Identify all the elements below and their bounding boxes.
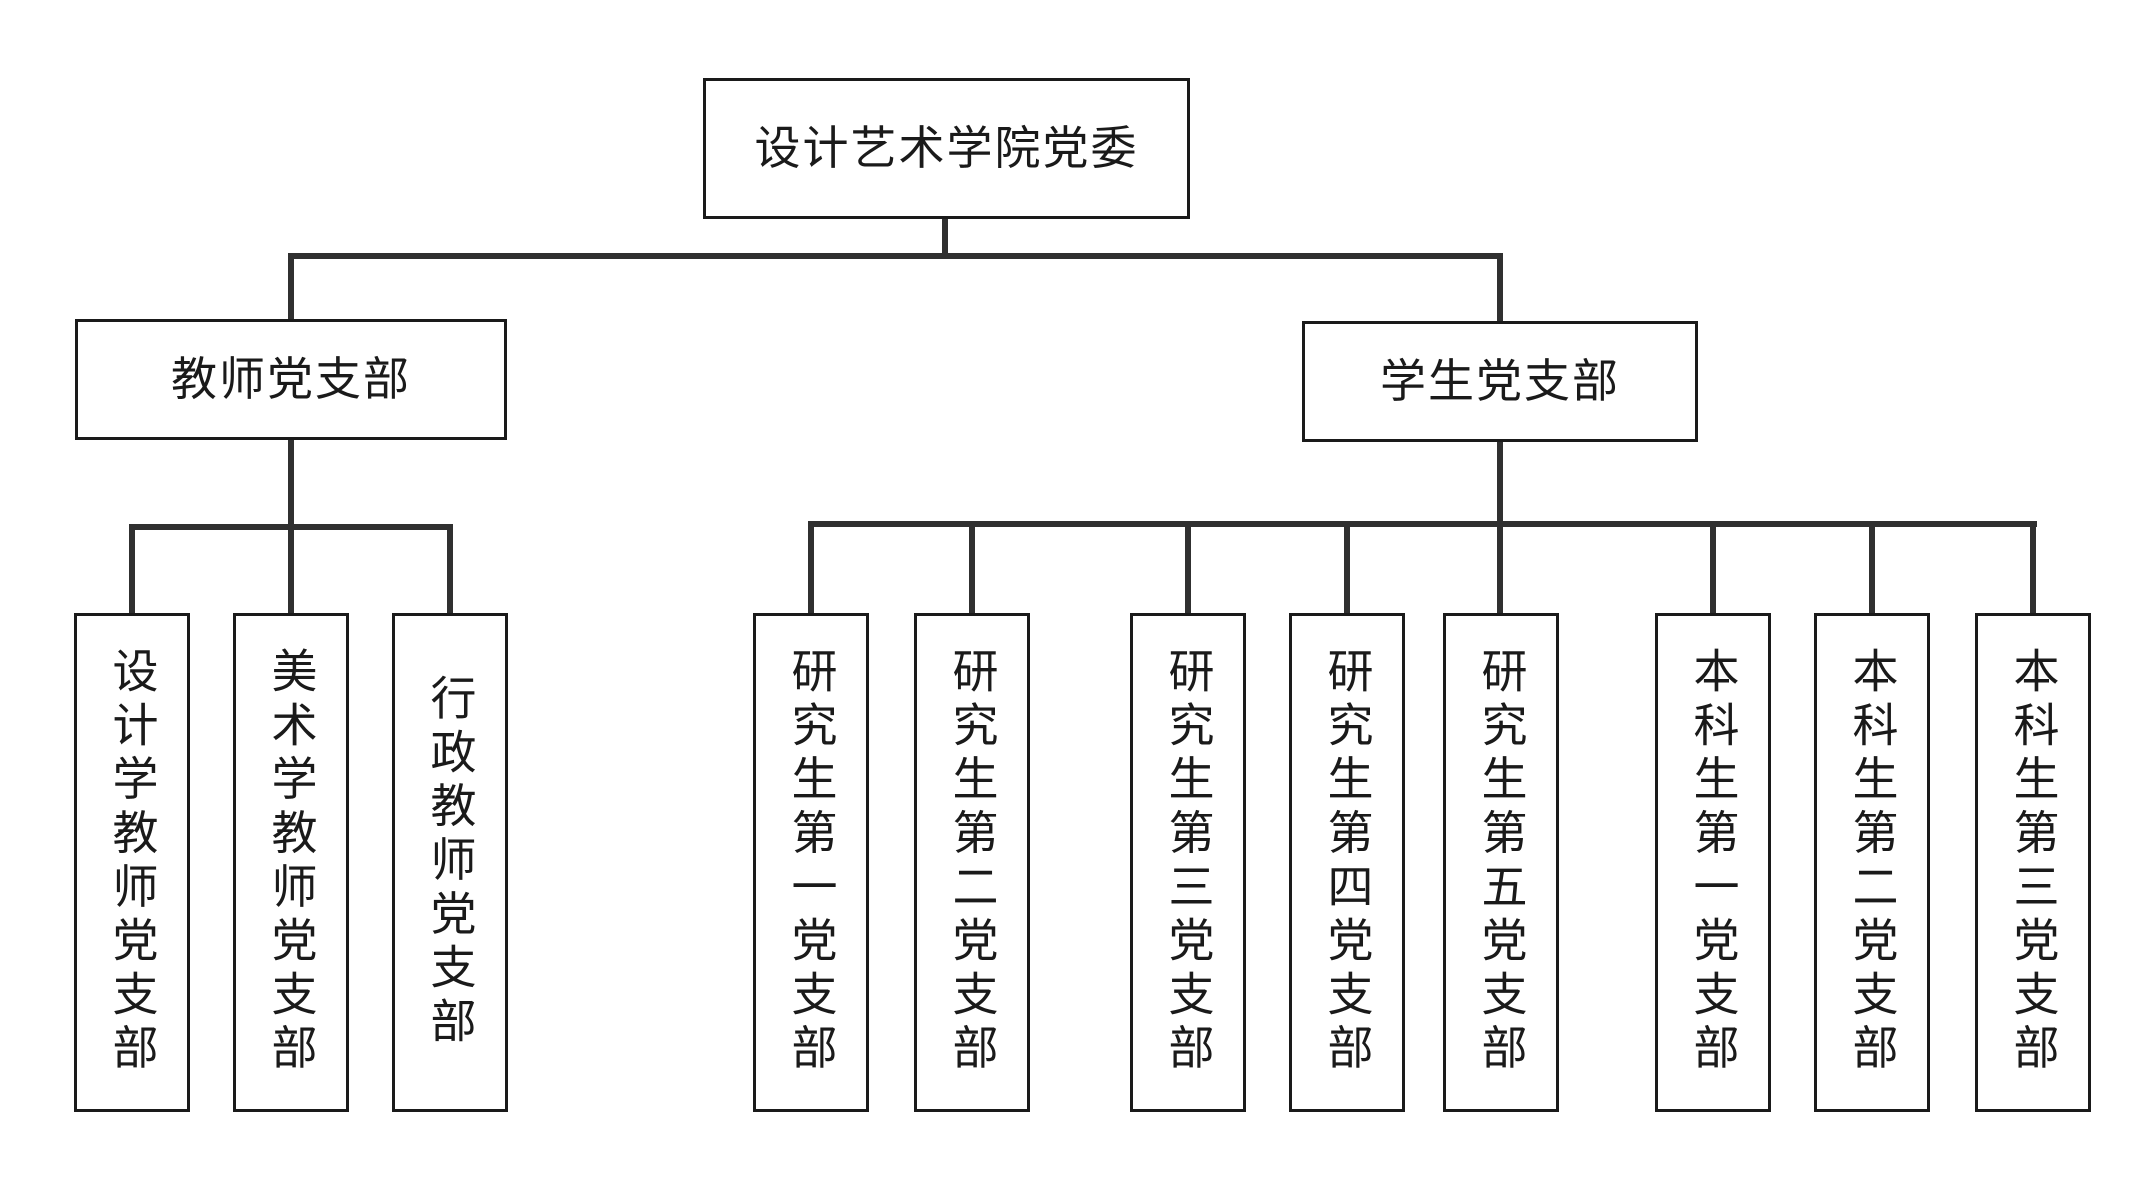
connector-level2-horizontal	[288, 253, 1503, 259]
connector-teacher-drop	[288, 253, 294, 321]
connector-root-drop	[942, 217, 948, 259]
node-grad-branch-2: 研究生第二党支部	[914, 613, 1030, 1112]
connector-student-stub-8	[2030, 521, 2036, 615]
node-design-teachers-branch: 设计学教师党支部	[74, 613, 190, 1112]
node-college-party-committee: 设计艺术学院党委	[703, 78, 1190, 219]
node-undergrad-branch-3: 本科生第三党支部	[1975, 613, 2091, 1112]
node-teacher-branch: 教师党支部	[75, 319, 507, 440]
connector-student-stub-7	[1869, 521, 1875, 615]
node-grad-branch-3: 研究生第三党支部	[1130, 613, 1246, 1112]
connector-student-stub-4	[1344, 521, 1350, 615]
node-grad-branch-1: 研究生第一党支部	[753, 613, 869, 1112]
node-grad-branch-5: 研究生第五党支部	[1443, 613, 1559, 1112]
connector-teacher-stub-2	[288, 524, 294, 615]
node-grad-branch-4: 研究生第四党支部	[1289, 613, 1405, 1112]
connector-student-stub-3	[1185, 521, 1191, 615]
connector-teacher-stub-3	[447, 524, 453, 615]
connector-student-stub-2	[969, 521, 975, 615]
connector-student-stub-1	[808, 521, 814, 615]
node-fine-arts-teachers-branch: 美术学教师党支部	[233, 613, 349, 1112]
connector-teacher-down	[288, 438, 294, 530]
connector-student-stub-6	[1710, 521, 1716, 615]
connector-student-horizontal	[808, 521, 2037, 527]
connector-student-drop	[1497, 253, 1503, 323]
connector-student-down	[1497, 440, 1503, 527]
connector-student-stub-5	[1497, 521, 1503, 615]
node-student-branch: 学生党支部	[1302, 321, 1698, 442]
node-undergrad-branch-2: 本科生第二党支部	[1814, 613, 1930, 1112]
node-undergrad-branch-1: 本科生第一党支部	[1655, 613, 1771, 1112]
connector-teacher-stub-1	[129, 524, 135, 615]
node-admin-teachers-branch: 行政教师党支部	[392, 613, 508, 1112]
